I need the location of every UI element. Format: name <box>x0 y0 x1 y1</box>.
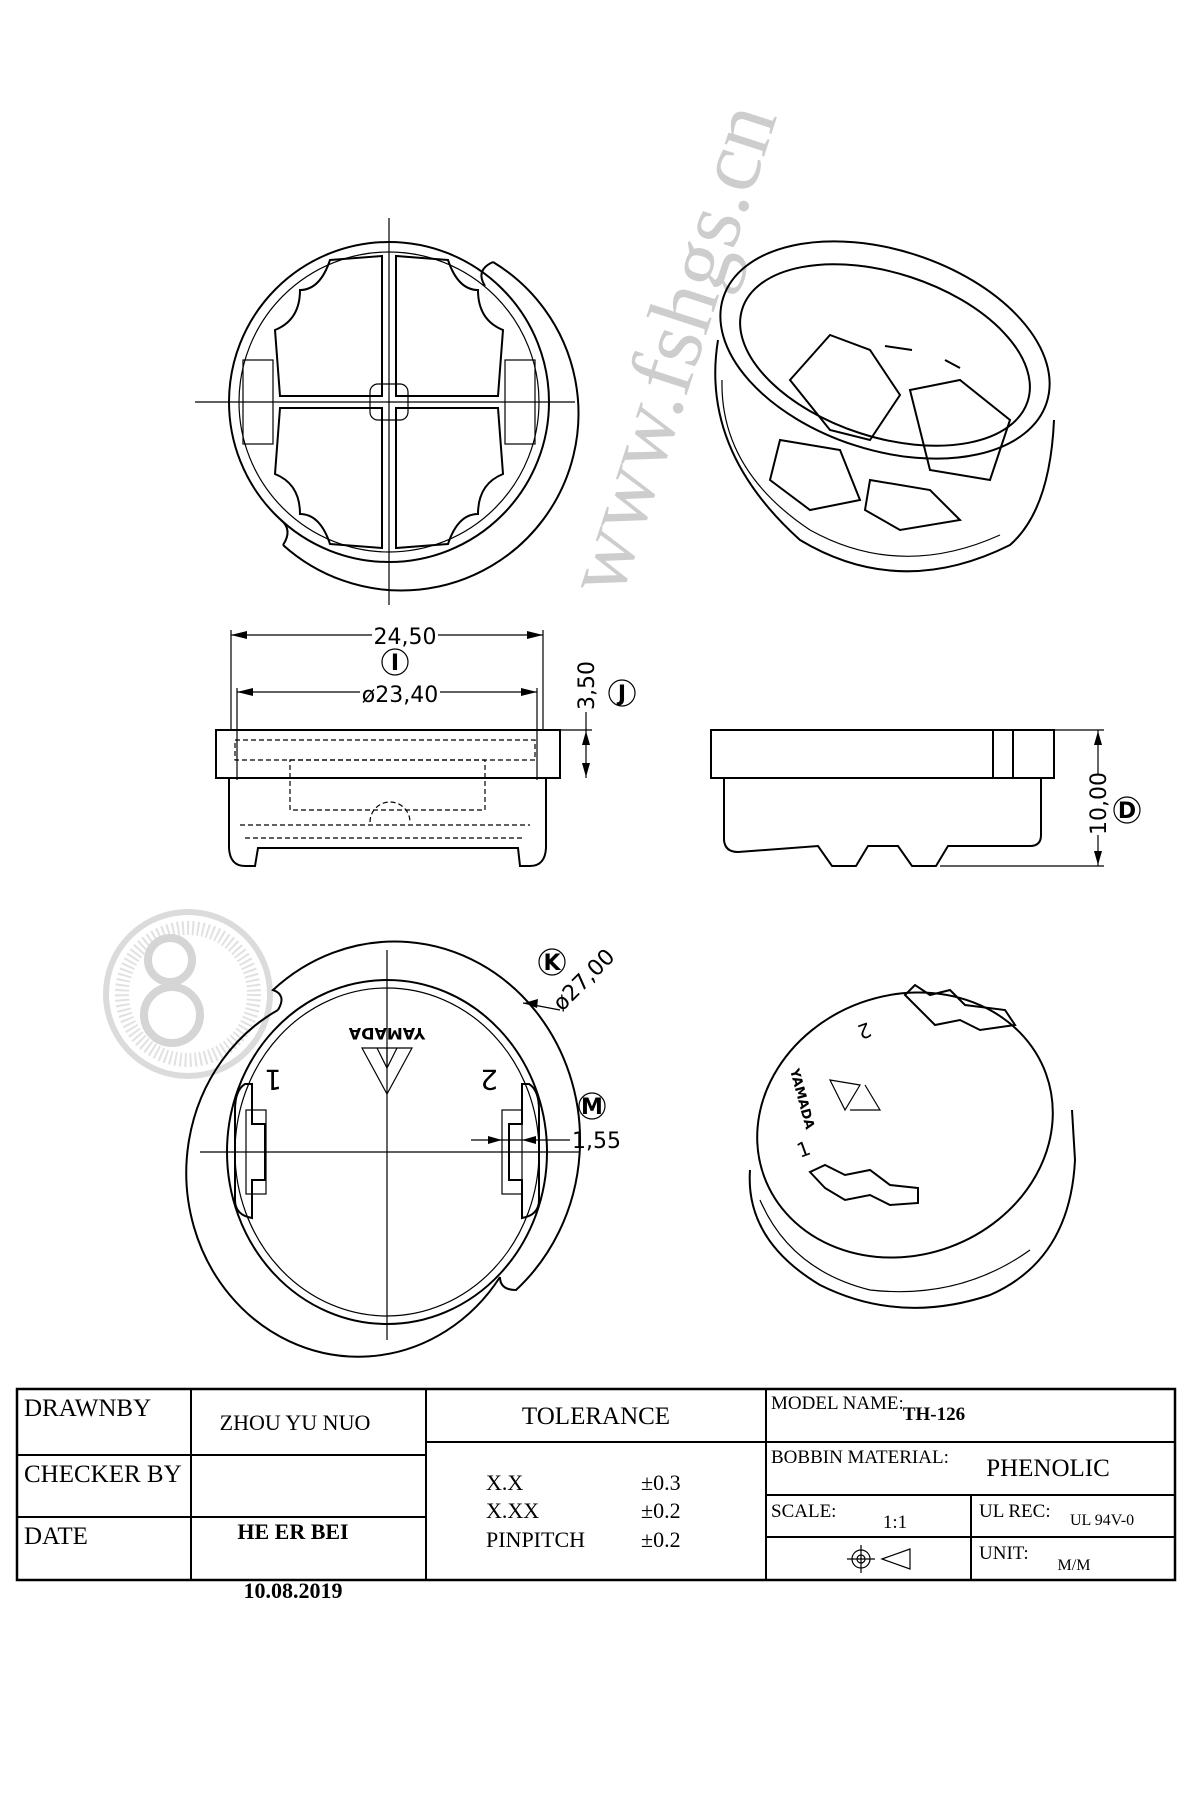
unit-value: M/M <box>1058 1557 1091 1574</box>
date-label: DATE <box>24 1523 88 1550</box>
material-value: PHENOLIC <box>986 1455 1110 1482</box>
iso-brand-marking: YAMADA <box>786 1066 817 1131</box>
tolerance-value-0: ±0.3 <box>641 1470 681 1495</box>
tolerance-name-1: X.XX <box>486 1498 539 1523</box>
tolerance-value-2: ±0.2 <box>641 1527 681 1552</box>
scale-value: 1:1 <box>883 1512 907 1533</box>
tolerance-value-1: ±0.2 <box>641 1498 681 1523</box>
pin-2-marking: 2 <box>480 1063 498 1096</box>
drawn-by-value: ZHOU YU NUO <box>220 1410 371 1435</box>
ul-value: UL 94V-0 <box>1070 1512 1134 1529</box>
side-view-right: 10,00 D <box>710 729 1141 867</box>
scale-label: SCALE: <box>771 1501 836 1522</box>
checker-value: HE ER BEI <box>237 1519 348 1544</box>
tolerance-label: TOLERANCE <box>522 1403 670 1430</box>
callout-d: D <box>1118 799 1136 824</box>
watermark-logo <box>103 909 273 1079</box>
brand-marking: YAMADA <box>348 1024 426 1043</box>
dim-overall-width: 24,50 <box>374 625 437 650</box>
tolerance-name-2: PINPITCH <box>486 1527 585 1552</box>
callout-m: M <box>581 1095 603 1120</box>
isometric-top-view <box>714 240 1055 573</box>
date-value: 10.08.2019 <box>244 1578 343 1603</box>
dim-inner-diameter: ø23,40 <box>362 683 438 708</box>
iso-pin-1-marking: 1 <box>794 1136 814 1163</box>
callout-k: K <box>543 951 561 976</box>
projection-symbol-icon <box>847 1545 911 1573</box>
model-name-value: TH-126 <box>903 1404 965 1425</box>
callout-i: I <box>391 651 399 676</box>
unit-label: UNIT: <box>979 1543 1029 1564</box>
callout-j: J <box>616 682 626 707</box>
iso-pin-2-marking: 2 <box>854 1017 874 1044</box>
checker-label: CHECKER BY <box>24 1461 182 1488</box>
material-label: BOBBIN MATERIAL: <box>771 1447 949 1468</box>
dim-total-height: 10,00 <box>1087 772 1112 835</box>
dim-flange-height: 3,50 <box>575 661 600 710</box>
isometric-bottom-view: YAMADA 2 1 <box>748 983 1077 1309</box>
model-name-label: MODEL NAME: <box>771 1393 904 1414</box>
pin-1-marking: 1 <box>264 1063 282 1096</box>
tolerance-name-0: X.X <box>486 1470 523 1495</box>
side-view: 24,50 I ø23,40 3,50 J <box>215 622 636 867</box>
title-block: DRAWNBY ZHOU YU NUO CHECKER BY HE ER BEI… <box>15 1387 1177 1603</box>
top-view <box>195 218 580 605</box>
drawn-by-label: DRAWNBY <box>24 1395 151 1422</box>
watermark-text: www.fshgs.cn <box>545 91 796 606</box>
dim-slot-width: 1,55 <box>572 1129 621 1154</box>
ul-label: UL REC: <box>979 1501 1051 1522</box>
